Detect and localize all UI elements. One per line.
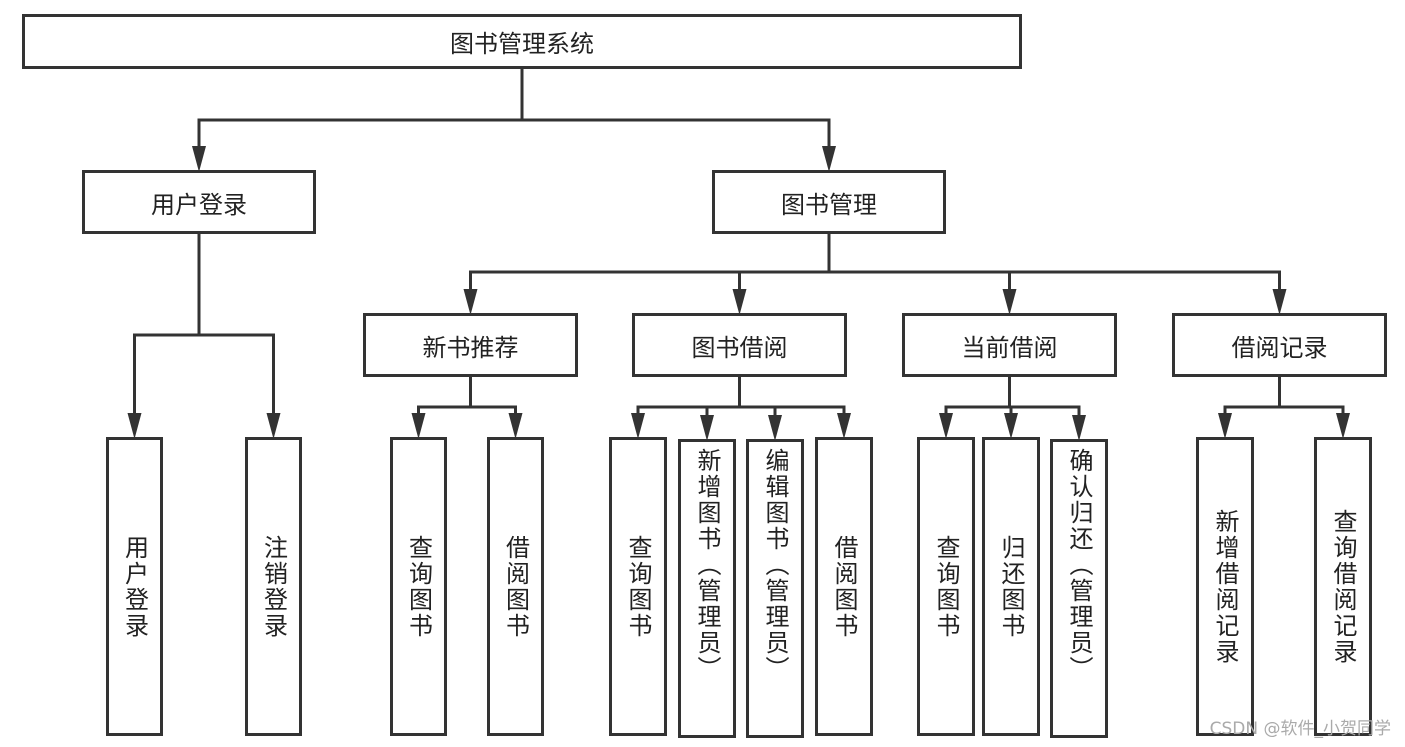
node-label: 用户登录 bbox=[151, 190, 247, 219]
arrowhead-icon bbox=[1218, 413, 1232, 439]
node-h2: 查询借阅记录 bbox=[1314, 437, 1372, 736]
node-bor: 图书借阅 bbox=[632, 313, 847, 377]
arrowhead-icon bbox=[1272, 289, 1287, 315]
node-b2: 新增图书（管理员） bbox=[678, 439, 736, 738]
node-label: 注销登录 bbox=[259, 534, 288, 639]
arrowhead-icon bbox=[127, 413, 142, 439]
node-c1: 查询图书 bbox=[917, 437, 975, 736]
node-label: 查询借阅记录 bbox=[1329, 508, 1357, 665]
node-label: 借阅图书 bbox=[830, 534, 858, 639]
node-label: 借阅图书 bbox=[501, 534, 530, 639]
node-label: 新书推荐 bbox=[422, 333, 519, 362]
arrowhead-icon bbox=[266, 413, 281, 439]
node-label: 图书管理系统 bbox=[450, 30, 594, 58]
node-label: 查询图书 bbox=[624, 534, 652, 639]
node-b3: 编辑图书（管理员） bbox=[746, 439, 804, 738]
node-cur: 当前借阅 bbox=[902, 313, 1117, 377]
node-his: 借阅记录 bbox=[1172, 313, 1387, 377]
node-label: 确认归还（管理员） bbox=[1065, 448, 1093, 682]
arrowhead-icon bbox=[732, 289, 747, 315]
arrowhead-icon bbox=[768, 415, 782, 441]
node-r1: 查询图书 bbox=[390, 437, 447, 736]
node-label: 编辑图书（管理员） bbox=[761, 448, 789, 682]
node-label: 新增图书（管理员） bbox=[693, 448, 721, 682]
arrowhead-icon bbox=[411, 413, 426, 439]
arrowhead-icon bbox=[631, 413, 645, 439]
arrowhead-icon bbox=[939, 413, 953, 439]
arrowhead-icon bbox=[1004, 413, 1018, 439]
node-b1: 查询图书 bbox=[609, 437, 667, 736]
node-label: 用户登录 bbox=[120, 534, 149, 639]
node-b4: 借阅图书 bbox=[815, 437, 873, 736]
arrowhead-icon bbox=[508, 413, 523, 439]
node-label: 新增借阅记录 bbox=[1211, 508, 1239, 665]
node-label: 当前借阅 bbox=[961, 333, 1058, 362]
node-label: 查询图书 bbox=[404, 534, 433, 639]
node-login: 用户登录 bbox=[82, 170, 316, 234]
arrowhead-icon bbox=[192, 146, 206, 172]
arrowhead-icon bbox=[1072, 415, 1086, 441]
node-label: 归还图书 bbox=[997, 534, 1025, 639]
watermark: CSDN @软件_小贺同学 bbox=[1209, 719, 1391, 739]
node-label: 查询图书 bbox=[932, 534, 960, 639]
node-l1: 用户登录 bbox=[106, 437, 163, 736]
arrowhead-icon bbox=[1336, 413, 1350, 439]
arrowhead-icon bbox=[463, 289, 478, 315]
node-c2: 归还图书 bbox=[982, 437, 1040, 736]
arrowhead-icon bbox=[822, 146, 836, 172]
arrowhead-icon bbox=[837, 413, 851, 439]
node-c3: 确认归还（管理员） bbox=[1050, 439, 1108, 738]
node-mgmt: 图书管理 bbox=[712, 170, 946, 234]
node-label: 借阅记录 bbox=[1231, 333, 1328, 362]
arrowhead-icon bbox=[1002, 289, 1017, 315]
node-root: 图书管理系统 bbox=[22, 14, 1022, 69]
node-label: 图书借阅 bbox=[691, 333, 788, 362]
node-rec: 新书推荐 bbox=[363, 313, 578, 377]
node-h1: 新增借阅记录 bbox=[1196, 437, 1254, 736]
arrowhead-icon bbox=[700, 415, 714, 441]
node-r2: 借阅图书 bbox=[487, 437, 544, 736]
node-label: 图书管理 bbox=[781, 190, 877, 219]
node-l2: 注销登录 bbox=[245, 437, 302, 736]
